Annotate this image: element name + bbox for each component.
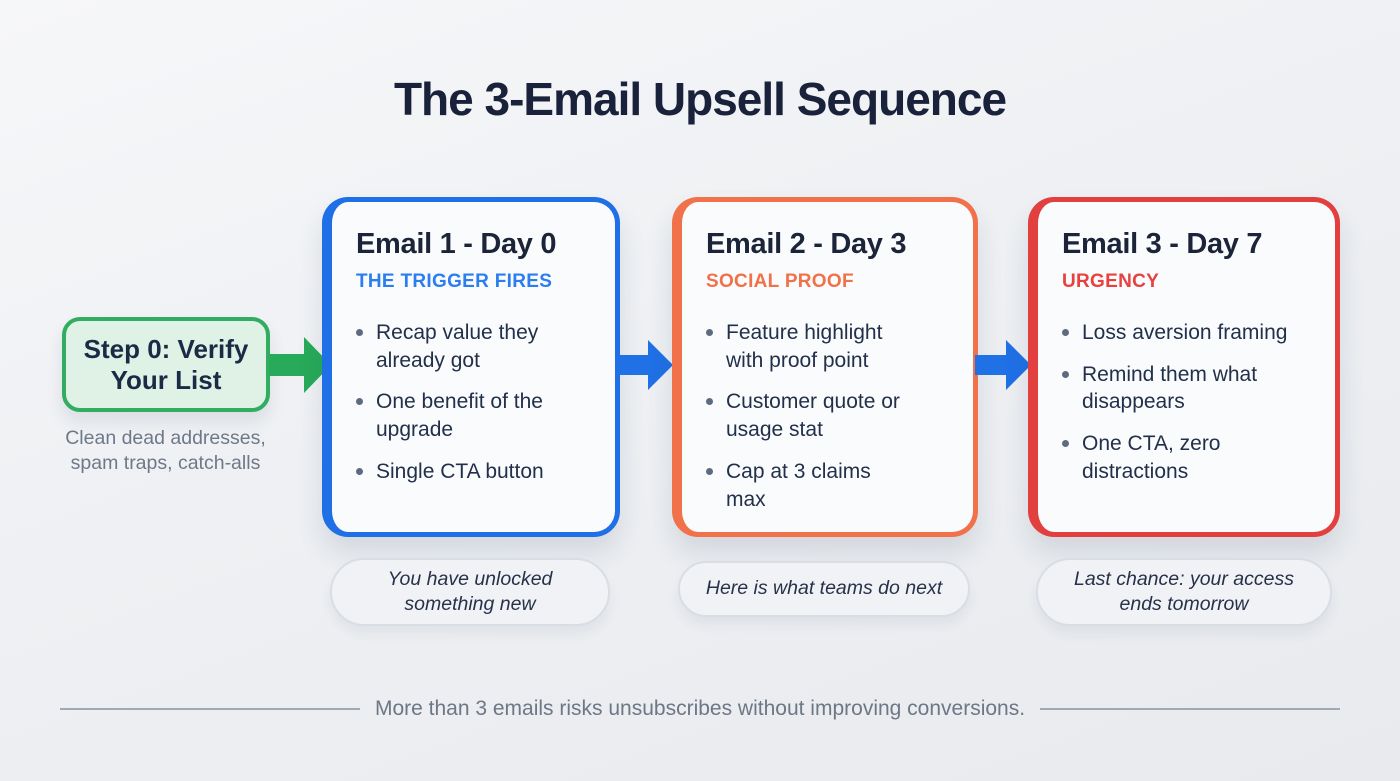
- email1-subject-pill: You have unlocked something new: [330, 558, 610, 626]
- list-item: Recap value they already got: [356, 319, 599, 374]
- arrow-shaft: [269, 354, 304, 376]
- email3-subject-pill: Last chance: your access ends tomorrow: [1036, 558, 1332, 626]
- email2-subject-text: Here is what teams do next: [705, 577, 943, 600]
- flow-arrow-1-icon: [617, 340, 673, 390]
- email2-title: Email 2 - Day 3: [706, 228, 907, 260]
- step0-caption: Clean dead addresses, spam traps, catch-…: [65, 427, 266, 475]
- email2-subtitle: SOCIAL PROOF: [706, 271, 854, 292]
- bullet-dot-icon: [356, 467, 363, 475]
- email1-subject-text: You have unlocked something new: [387, 567, 553, 615]
- email2-card: Email 2 - Day 3 SOCIAL PROOF Feature hig…: [672, 197, 978, 537]
- email3-subtitle: URGENCY: [1062, 271, 1160, 292]
- email3-title: Email 3 - Day 7: [1062, 228, 1263, 260]
- bullet-dot-icon: [356, 398, 363, 406]
- footer: More than 3 emails risks unsubscribes wi…: [60, 697, 1341, 721]
- arrow-head: [648, 340, 673, 390]
- list-item: One CTA, zero distractions: [1062, 430, 1319, 485]
- list-item: Loss aversion framing: [1062, 319, 1319, 347]
- arrow-shaft: [617, 355, 648, 375]
- bullet-dot-icon: [1062, 329, 1069, 336]
- arrow-shaft: [975, 355, 1006, 375]
- list-item: Cap at 3 claims max: [706, 458, 957, 513]
- email1-card: Email 1 - Day 0 THE TRIGGER FIRES Recap …: [322, 197, 620, 537]
- footer-rule-left: [60, 708, 360, 710]
- email3-subject-text: Last chance: your access ends tomorrow: [1073, 567, 1295, 615]
- email3-card: Email 3 - Day 7 URGENCY Loss aversion fr…: [1028, 197, 1340, 537]
- list-item: Remind them what disappears: [1062, 361, 1319, 416]
- list-item: Single CTA button: [356, 458, 599, 486]
- arrow-head: [1006, 340, 1031, 390]
- list-item: Customer quote or usage stat: [706, 388, 957, 443]
- footer-note: More than 3 emails risks unsubscribes wi…: [374, 697, 1026, 720]
- bullet-dot-icon: [706, 329, 713, 336]
- email1-bullet-list: Recap value they already got One benefit…: [356, 319, 599, 486]
- email2-subject-pill: Here is what teams do next: [678, 561, 970, 617]
- email1-subtitle: THE TRIGGER FIRES: [356, 271, 553, 292]
- step0-box: Step 0: Verify Your List: [62, 317, 270, 412]
- footer-rule-right: [1040, 708, 1341, 710]
- bullet-dot-icon: [1062, 440, 1069, 448]
- flow-arrow-2-icon: [975, 340, 1031, 390]
- bullet-dot-icon: [706, 467, 713, 475]
- page-title: The 3-Email Upsell Sequence: [393, 73, 1007, 125]
- bullet-dot-icon: [1062, 370, 1069, 378]
- bullet-dot-icon: [706, 398, 713, 406]
- email2-bullet-list: Feature highlight with proof point Custo…: [706, 319, 957, 513]
- list-item: Feature highlight with proof point: [706, 319, 957, 374]
- step0-label: Step 0: Verify Your List: [83, 333, 249, 395]
- bullet-dot-icon: [356, 329, 363, 336]
- email3-bullet-list: Loss aversion framing Remind them what d…: [1062, 319, 1319, 486]
- email1-title: Email 1 - Day 0: [356, 228, 557, 260]
- list-item: One benefit of the upgrade: [356, 388, 599, 443]
